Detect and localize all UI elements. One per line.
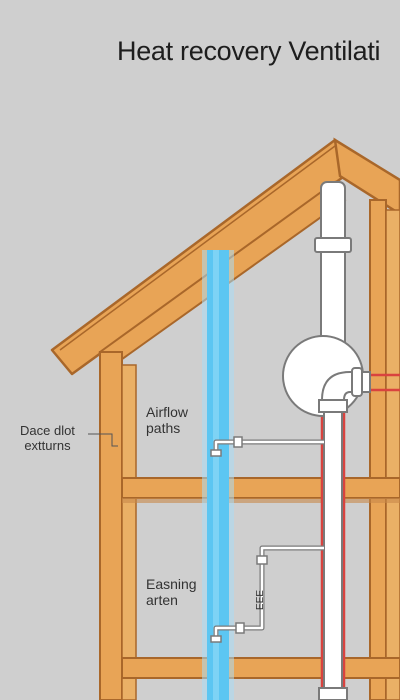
branch-lower-fitting-2 (256, 555, 268, 565)
airflow-line-2: paths (146, 420, 181, 437)
riser-pipe (323, 399, 343, 700)
joist-upper-shadow (122, 498, 400, 503)
branch-lower-fitting-1 (235, 622, 245, 634)
wall-frame (99, 199, 400, 700)
roof-rafter-right (333, 137, 400, 216)
joist-upper (121, 477, 400, 499)
airflow-line-1: Airflow (146, 404, 189, 420)
elbow-cap (351, 367, 363, 397)
branch-upper-tip (210, 449, 222, 457)
joist-lower (121, 657, 400, 679)
vertical-label: ƎƎƎ (253, 590, 264, 611)
left-callout-line-1: Dace dlot (20, 423, 75, 438)
stud-left-inner (121, 364, 137, 700)
lower-label: Easning arten (146, 576, 197, 608)
riser-collar-1 (318, 399, 348, 413)
roof-ridge-line (59, 145, 336, 351)
stud-right-b (385, 209, 400, 700)
riser-collar-2 (318, 687, 348, 700)
lower-line-1: Easning (146, 576, 197, 592)
left-callout-label: Dace dlot extturns (20, 423, 75, 454)
branch-upper-inner (214, 440, 324, 452)
stack-collar (314, 237, 352, 253)
airflow-label: Airflow paths (146, 404, 188, 436)
branch-lower-tip (210, 635, 222, 643)
lower-line-2: arten (146, 592, 178, 609)
branch-pipes (210, 436, 324, 643)
callout-leader (88, 433, 118, 447)
diagram-title: Heat recovery Ventilati (117, 36, 381, 66)
stud-left-outer (99, 351, 123, 700)
left-callout-line-2: extturns (24, 437, 71, 453)
branch-upper-fitting (233, 436, 243, 448)
fresh-air-duct (202, 250, 234, 700)
branch-lower-inner (214, 546, 324, 638)
stud-right-a (369, 199, 387, 700)
roof-rafter-left (50, 138, 352, 376)
blue-duct-highlight (213, 250, 219, 700)
